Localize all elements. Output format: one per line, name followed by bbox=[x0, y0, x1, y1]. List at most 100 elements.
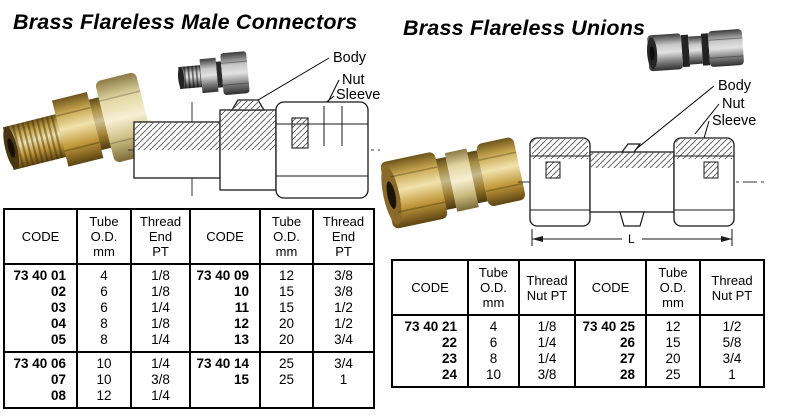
value-cell: 10 bbox=[76, 351, 132, 372]
value-cell: 10 bbox=[467, 367, 520, 387]
code-cell bbox=[189, 388, 261, 408]
col-header-code: CODE bbox=[574, 260, 647, 316]
value-cell: 6 bbox=[76, 300, 132, 316]
body-label: Body bbox=[333, 50, 367, 66]
code-cell: 03 bbox=[3, 300, 78, 316]
code-cell: 73 40 06 bbox=[3, 351, 78, 372]
value-cell: 6 bbox=[467, 335, 520, 351]
code-cell: 08 bbox=[3, 388, 78, 408]
code-cell: 23 bbox=[391, 351, 469, 367]
value-cell: 12 bbox=[76, 388, 132, 408]
value-cell: 8 bbox=[76, 332, 132, 352]
value-cell: 1/8 bbox=[130, 264, 191, 284]
nut-label: Nut bbox=[722, 96, 745, 112]
value-cell: 3/8 bbox=[518, 367, 576, 387]
header-row: CODE Tube O.D. mm Thread Nut PT CODE Tub… bbox=[391, 260, 765, 316]
code-cell: 73 40 09 bbox=[189, 264, 261, 284]
value-cell: 1/4 bbox=[130, 300, 191, 316]
value-cell: 20 bbox=[259, 316, 314, 332]
value-cell: 4 bbox=[467, 315, 520, 335]
value-cell: 1/4 bbox=[518, 351, 576, 367]
male-connectors-table: CODE Tube O.D. mm Thread End PT CODE Tub… bbox=[3, 208, 375, 409]
right-section-title: Brass Flareless Unions bbox=[403, 16, 646, 40]
value-cell: 10 bbox=[76, 372, 132, 388]
header-row: CODE Tube O.D. mm Thread End PT CODE Tub… bbox=[3, 209, 375, 265]
value-cell: 8 bbox=[467, 351, 520, 367]
male-connector-diagram: Body Nut Sleeve bbox=[128, 50, 380, 199]
value-cell: 4 bbox=[76, 264, 132, 284]
value-cell: 25 bbox=[259, 372, 314, 388]
left-section-title: Brass Flareless Male Connectors bbox=[13, 10, 358, 34]
col-header-tube-od: Tube O.D. mm bbox=[259, 209, 314, 265]
value-cell: 1 bbox=[699, 367, 765, 387]
value-cell: 15 bbox=[259, 300, 314, 316]
union-thumbnail-photo bbox=[647, 29, 744, 72]
value-cell: 5/8 bbox=[699, 335, 765, 351]
code-cell: 28 bbox=[574, 367, 647, 387]
value-cell: 15 bbox=[645, 335, 701, 351]
value-cell bbox=[312, 388, 375, 408]
sleeve-label: Sleeve bbox=[336, 87, 380, 103]
col-header-thread-end: Thread End PT bbox=[312, 209, 375, 265]
value-cell: 1/2 bbox=[312, 300, 375, 316]
body-label: Body bbox=[718, 78, 752, 94]
code-cell: 15 bbox=[189, 372, 261, 388]
value-cell: 3/4 bbox=[699, 351, 765, 367]
code-cell: 05 bbox=[3, 332, 78, 352]
code-cell: 26 bbox=[574, 335, 647, 351]
length-dimension-label: L bbox=[628, 232, 635, 246]
value-cell: 1 bbox=[312, 372, 375, 388]
value-cell: 6 bbox=[76, 284, 132, 300]
code-cell: 07 bbox=[3, 372, 78, 388]
value-cell: 8 bbox=[76, 316, 132, 332]
male-connector-thumbnail-photo bbox=[177, 51, 250, 95]
value-cell: 3/4 bbox=[312, 351, 375, 372]
code-cell: 22 bbox=[391, 335, 469, 351]
value-cell: 3/8 bbox=[130, 372, 191, 388]
col-header-tube-od: Tube O.D. mm bbox=[76, 209, 132, 265]
col-header-thread-end: Thread End PT bbox=[130, 209, 191, 265]
code-cell: 73 40 25 bbox=[574, 315, 647, 335]
value-cell: 25 bbox=[645, 367, 701, 387]
code-cell: 13 bbox=[189, 332, 261, 352]
col-header-code: CODE bbox=[3, 209, 78, 265]
sleeve-label: Sleeve bbox=[712, 113, 756, 129]
code-cell: 73 40 14 bbox=[189, 351, 261, 372]
code-cell: 04 bbox=[3, 316, 78, 332]
value-cell: 1/8 bbox=[518, 315, 576, 335]
col-header-tube-od: Tube O.D. mm bbox=[467, 260, 520, 316]
value-cell bbox=[259, 388, 314, 408]
unions-table: CODE Tube O.D. mm Thread Nut PT CODE Tub… bbox=[391, 259, 765, 388]
value-cell: 12 bbox=[259, 264, 314, 284]
code-cell: 73 40 21 bbox=[391, 315, 469, 335]
value-cell: 20 bbox=[645, 351, 701, 367]
code-cell: 02 bbox=[3, 284, 78, 300]
value-cell: 3/8 bbox=[312, 284, 375, 300]
code-cell: 12 bbox=[189, 316, 261, 332]
value-cell: 15 bbox=[259, 284, 314, 300]
value-cell: 1/2 bbox=[699, 315, 765, 335]
value-cell: 1/8 bbox=[130, 284, 191, 300]
union-photo bbox=[381, 137, 525, 229]
value-cell: 1/4 bbox=[518, 335, 576, 351]
col-header-thread-nut: Thread Nut PT bbox=[699, 260, 765, 316]
union-diagram: Body Nut Sleeve L bbox=[518, 78, 768, 246]
code-cell: 11 bbox=[189, 300, 261, 316]
value-cell: 12 bbox=[645, 315, 701, 335]
value-cell: 1/4 bbox=[130, 351, 191, 372]
